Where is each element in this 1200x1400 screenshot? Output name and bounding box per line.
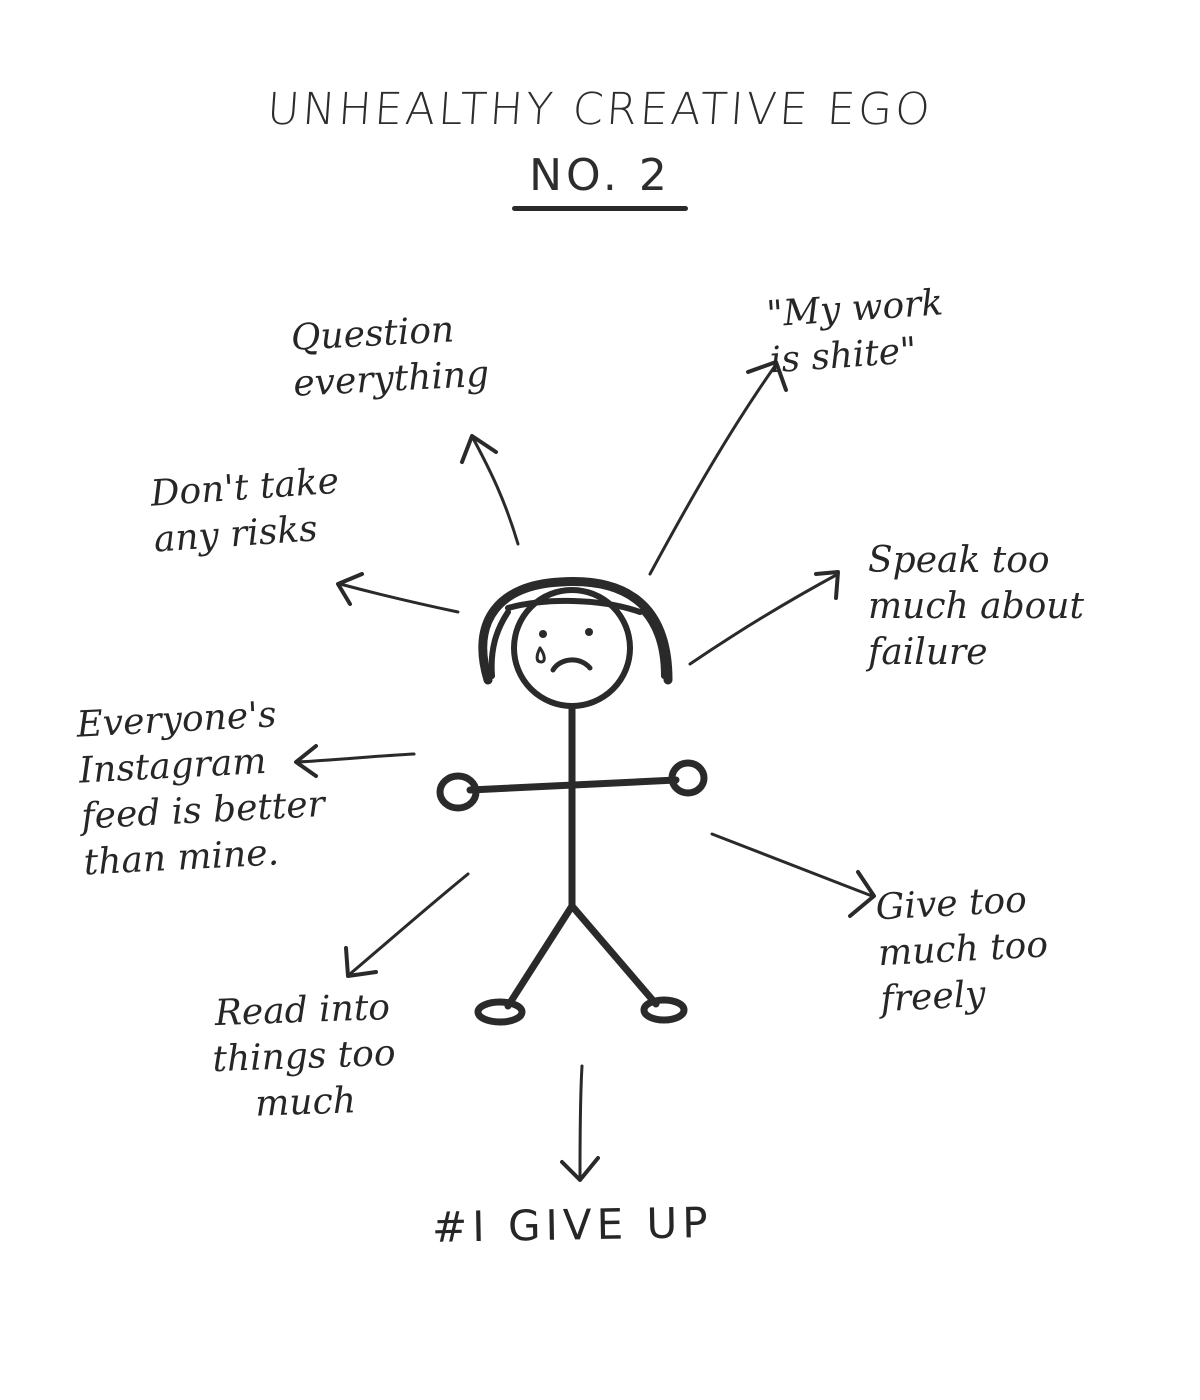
figure-right-leg — [568, 902, 660, 1008]
stick-figure — [436, 577, 708, 1026]
arrow-mywork — [648, 364, 777, 576]
arrow-risks — [338, 582, 460, 614]
figure-right-hand — [668, 759, 708, 797]
subtitle-underline — [512, 206, 688, 211]
note-give-freely: Give too much too freely — [874, 879, 1049, 1021]
note-give-up: #I give up — [431, 1197, 713, 1252]
figure-left-eye — [539, 630, 547, 638]
figure-frown — [550, 657, 593, 673]
figure-hair-left — [488, 609, 511, 679]
arrow-speak-head — [814, 570, 840, 600]
arrow-instagram — [296, 752, 416, 764]
figure-left-hand — [436, 772, 480, 812]
arrow-giveup-head — [560, 1156, 600, 1182]
arrow-mywork-head — [746, 360, 788, 392]
figure-left-leg — [504, 902, 576, 1010]
note-question-everything: Question everything — [289, 309, 491, 405]
figure-arms — [466, 776, 680, 794]
note-read-into-things: Read into things too much — [211, 986, 397, 1125]
arrow-question-head — [460, 434, 498, 464]
figure-left-foot — [474, 998, 526, 1026]
note-speak-failure: Speak too much about failure — [868, 540, 1084, 673]
tear-icon — [535, 646, 546, 664]
figure-right-foot — [640, 996, 688, 1024]
arrow-giveup — [578, 1064, 584, 1178]
arrow-instagram-head — [294, 744, 318, 778]
arrow-read-head — [344, 946, 378, 978]
figure-hair — [478, 577, 673, 685]
note-no-risks: Don't take any risks — [149, 460, 341, 561]
page-subtitle: No. 2 — [529, 150, 671, 201]
figure-hair-right — [641, 609, 667, 679]
figure-right-eye — [585, 628, 593, 636]
arrow-speak — [688, 572, 840, 666]
arrow-give — [710, 832, 874, 898]
arrow-question — [472, 438, 520, 546]
arrows — [294, 360, 876, 1182]
arrow-give-head — [848, 870, 876, 918]
figure-fringe — [505, 597, 643, 615]
arrow-risks-head — [336, 572, 364, 606]
note-instagram: Everyone's Instagram feed is better than… — [75, 694, 326, 884]
figure-head — [511, 587, 633, 709]
arrow-read — [348, 872, 470, 976]
